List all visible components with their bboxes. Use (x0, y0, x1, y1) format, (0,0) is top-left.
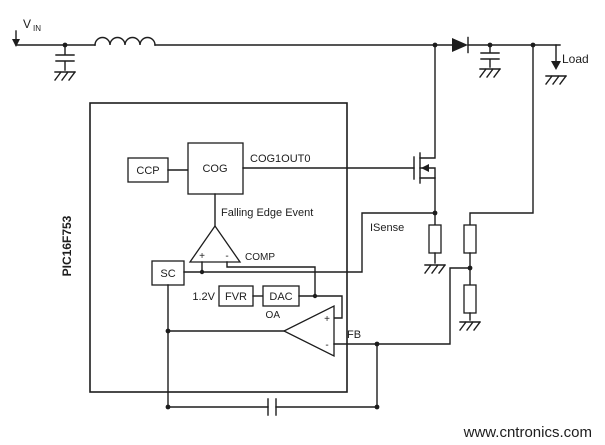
compensation-network (167, 343, 378, 416)
load-terminal: Load (545, 44, 589, 85)
mosfet-source-wire (419, 177, 436, 214)
input-capacitor (54, 44, 76, 81)
comparator-triangle (188, 224, 242, 263)
watermark-text: www.cntronics.com (463, 424, 592, 441)
divider-top-resistor (463, 224, 477, 254)
ground-symbol (54, 71, 76, 81)
cog-label: COG (202, 163, 227, 175)
isense-feedback-wire (183, 212, 436, 273)
ccp-label: CCP (136, 165, 159, 177)
feedback-divider (459, 44, 534, 331)
ground-symbol (459, 321, 481, 331)
compensation-wire (167, 343, 378, 408)
isense-net-label: ISense (370, 222, 404, 234)
comparator-minus-to-dac-wire (226, 261, 316, 297)
reference-voltage-label: 1.2V (192, 291, 215, 303)
junction-dot (432, 42, 438, 48)
comparator-minus-label: - (225, 251, 228, 262)
vin-label: V (23, 17, 31, 31)
junction-dot (432, 210, 438, 216)
ground-symbol (424, 264, 446, 274)
boost-diode (452, 36, 469, 54)
divider-feed-wire (469, 44, 534, 226)
comparator-name-label: COMP (245, 252, 275, 263)
mcu-part-number-label: PIC16F753 (60, 215, 74, 276)
opamp-plus-label: + (324, 314, 330, 325)
ground-symbol (479, 68, 501, 78)
ground-symbol (545, 75, 567, 85)
fvr-label: FVR (225, 291, 247, 303)
divider-bottom-resistor (463, 284, 477, 314)
current-sense-resistor (424, 212, 446, 274)
feedback-wire (333, 267, 471, 345)
opamp-minus-label: - (325, 340, 328, 351)
boost-mosfet (413, 44, 436, 214)
junction-dot (467, 265, 473, 271)
error-amplifier: OA + - (266, 304, 335, 358)
junction-dot (165, 404, 171, 410)
load-label: Load (562, 52, 589, 66)
current-comparator: + - COMP (188, 224, 316, 297)
mosfet-drain-wire (419, 44, 436, 159)
diode-anode-triangle (452, 38, 468, 52)
mosfet-arrow-icon (421, 164, 429, 172)
junction-dot (487, 42, 493, 48)
input-voltage-source: V IN (12, 17, 41, 47)
compensation-capacitor (267, 398, 277, 416)
output-capacitor-symbol (480, 44, 500, 68)
output-capacitor (479, 44, 501, 78)
vin-down-arrow-icon (12, 39, 20, 47)
cog-block (187, 142, 244, 195)
junction-dot (530, 42, 536, 48)
junction-dots (62, 42, 536, 410)
junction-dot (165, 328, 171, 334)
junction-dot (199, 269, 205, 275)
opamp-name-label: OA (266, 310, 281, 321)
opamp-triangle (282, 304, 335, 358)
feedback-net-label: FB (347, 329, 361, 341)
sc-label: SC (160, 268, 175, 280)
junction-dot (62, 42, 68, 48)
opamp-output-wire (167, 284, 285, 408)
boost-inductor (94, 36, 156, 46)
dac-label: DAC (269, 291, 292, 303)
junction-dot (374, 341, 380, 347)
input-capacitor-symbol (55, 44, 75, 71)
isense-resistor-body (428, 224, 442, 254)
junction-dot (374, 404, 380, 410)
junction-dot (312, 293, 318, 299)
cog-output-net-label: COG1OUT0 (250, 153, 311, 165)
falling-edge-event-label: Falling Edge Event (221, 207, 313, 219)
vin-subscript-label: IN (33, 24, 41, 33)
dac-to-opamp-wire (298, 295, 343, 319)
load-down-arrow-icon (551, 61, 561, 70)
slope-compensation-block (151, 260, 185, 286)
comparator-plus-label: + (199, 251, 205, 262)
